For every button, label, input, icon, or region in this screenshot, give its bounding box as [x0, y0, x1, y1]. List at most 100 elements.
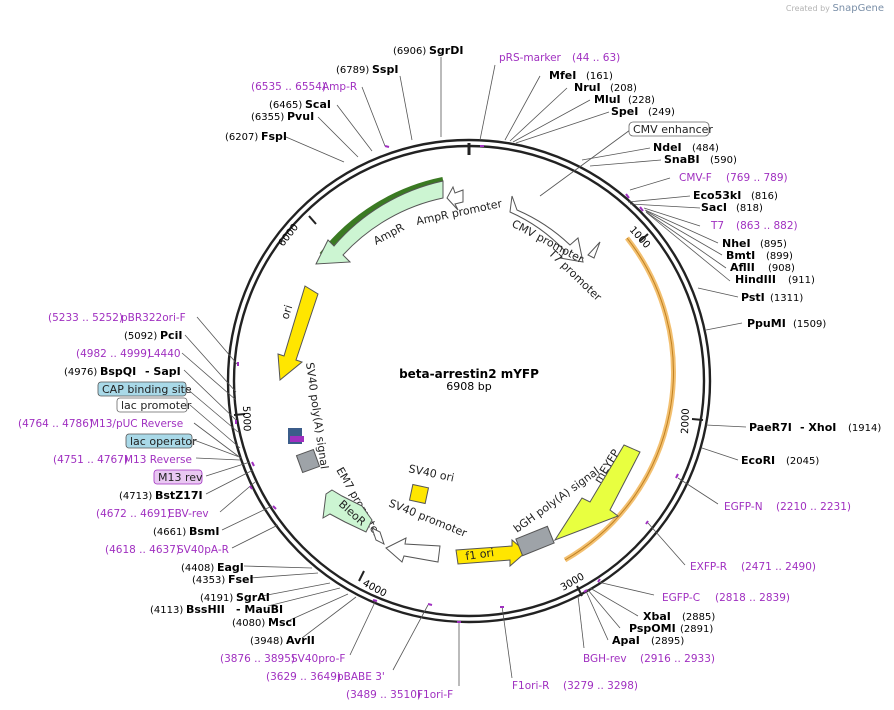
tick-6000: 6000	[277, 222, 301, 249]
hindiii-name: HindIII	[735, 273, 776, 286]
cap-site-box	[97, 381, 187, 397]
mlui-pos: (228)	[628, 95, 655, 106]
plasmid-title: beta-arrestin2 mYFP	[399, 367, 539, 381]
psti-pos: (1311)	[770, 293, 803, 304]
credit: Created by SnapGene	[786, 3, 884, 14]
pvui-name: PvuI	[287, 110, 314, 123]
scai-name: ScaI	[305, 98, 331, 111]
primer-marks	[235, 145, 679, 623]
hindiii-pos: (911)	[788, 275, 815, 286]
pcii-name: PciI	[160, 329, 182, 342]
f1orif-name: F1ori-F	[417, 689, 453, 701]
sv40-promoter-label: SV40 promoter	[387, 497, 469, 540]
ebvrev-range: (4672 .. 4691)	[96, 508, 171, 520]
l4440-name: L4440	[148, 348, 181, 360]
m13puc-range: (4764 .. 4786)	[18, 418, 93, 430]
ampr-orf-arc	[319, 177, 444, 257]
lac-operator-label: lac operator	[130, 435, 197, 448]
bspqi-pos: (4976)	[64, 367, 97, 378]
bsshii-name: BssHII	[186, 603, 225, 616]
prs-marker-range: (44 .. 63)	[572, 52, 620, 64]
snapgene-logo: SnapGene	[832, 3, 884, 14]
ecori-name: EcoRI	[741, 454, 775, 467]
tick-5000: 5000	[240, 406, 252, 432]
credit-prefix: Created by	[785, 4, 830, 13]
m13-rev-label: M13 rev	[158, 471, 203, 484]
em7-promoter-arrow	[371, 527, 385, 545]
ndei-name: NdeI	[653, 141, 682, 154]
msci-pos: (4080)	[232, 618, 265, 629]
ppumi-name: PpuMI	[747, 317, 786, 330]
eco53ki-name: Eco53kI	[693, 189, 741, 202]
xbai-name: XbaI	[643, 610, 671, 623]
bghrev-range: (2916 .. 2933)	[640, 653, 715, 665]
pbabe3-range: (3629 .. 3649)	[266, 671, 341, 683]
apai-name: ApaI	[612, 634, 640, 647]
bleor-arrow	[322, 489, 373, 533]
pspomi-name: PspOMI	[629, 622, 676, 635]
egfpc-name: EGFP-C	[662, 592, 700, 604]
spei-name: SpeI	[611, 105, 638, 118]
snabi-pos: (590)	[710, 155, 737, 166]
cmvf-range: (769 .. 789)	[726, 172, 788, 184]
ebvrev-name: EBV-rev	[168, 508, 209, 520]
pbr322-range: (5233 .. 5252)	[48, 312, 123, 324]
sv40-polya-box	[295, 448, 321, 474]
sv40-promoter-arrow	[385, 537, 441, 563]
maubi-name: - MauBI	[236, 603, 283, 616]
sv40prof-name: SV40pro-F	[291, 653, 345, 665]
f1-ori-arrow	[455, 538, 527, 568]
fspi-pos: (6207)	[225, 132, 258, 143]
ampr-primer-name: Amp-R	[322, 81, 357, 93]
sgrai-name: SgrAI	[236, 591, 270, 604]
bmti-pos: (899)	[766, 251, 793, 262]
pbr322-name: pBR322ori-F	[121, 312, 186, 324]
avrii-pos: (3948)	[250, 636, 283, 647]
scai-pos: (6465)	[269, 100, 302, 111]
backbone-outer	[226, 138, 712, 624]
ppumi-pos: (1509)	[793, 319, 826, 330]
egfpc-range: (2818 .. 2839)	[715, 592, 790, 604]
bghrev-name: BGH-rev	[583, 653, 627, 665]
sv40prof-range: (3876 .. 3895)	[220, 653, 295, 665]
eagi-pos: (4408)	[181, 563, 214, 574]
bmti-name: BmtI	[726, 249, 755, 262]
prs-marker-name: pRS-marker	[499, 52, 562, 64]
spei-pos: (249)	[648, 107, 675, 118]
saci-pos: (818)	[736, 203, 763, 214]
cmv-enhancer-box	[628, 121, 710, 137]
xhoi-name: - XhoI	[800, 421, 836, 434]
bspqi-name: BspQI	[100, 365, 136, 378]
cmvf-name: CMV-F	[679, 172, 712, 184]
ampr-primer-range: (6535 .. 6554)	[251, 81, 326, 93]
ori-arrow	[277, 285, 319, 381]
sv40par-range: (4618 .. 4637)	[105, 544, 180, 556]
ori-label: ori	[278, 303, 295, 321]
bsmi-name: BsmI	[189, 525, 220, 538]
plasmid-length: 6908 bp	[446, 380, 491, 393]
fspi-name: FspI	[261, 130, 287, 143]
nrui-name: NruI	[574, 81, 601, 94]
nhei-pos: (895)	[760, 239, 787, 250]
lac-operator-tag	[125, 433, 193, 449]
ndei-pos: (484)	[692, 143, 719, 154]
saci-name: SacI	[701, 201, 727, 214]
f1orif-range: (3489 .. 3510)	[346, 689, 421, 701]
sspi-name: SspI	[372, 63, 398, 76]
m13-box	[290, 436, 304, 442]
fsei-name: FseI	[228, 573, 254, 586]
avrii-name: AvrII	[286, 634, 315, 647]
leader-lines	[181, 57, 747, 686]
sgrdi-pos: (6906)	[393, 46, 426, 57]
aflii-name: AflII	[730, 261, 755, 274]
m13-rev-box	[153, 469, 203, 485]
exfpr-name: EXFP-R	[690, 561, 727, 573]
mfei-name: MfeI	[549, 69, 576, 82]
bstz17i-name: BstZ17I	[155, 489, 203, 502]
cap-site-label: CAP binding site	[102, 383, 192, 396]
pspomi-pos: (2891)	[680, 624, 713, 635]
mlui-name: MluI	[594, 93, 621, 106]
ecori-pos: (2045)	[786, 456, 819, 467]
f1orir-name: F1ori-R	[512, 680, 549, 692]
